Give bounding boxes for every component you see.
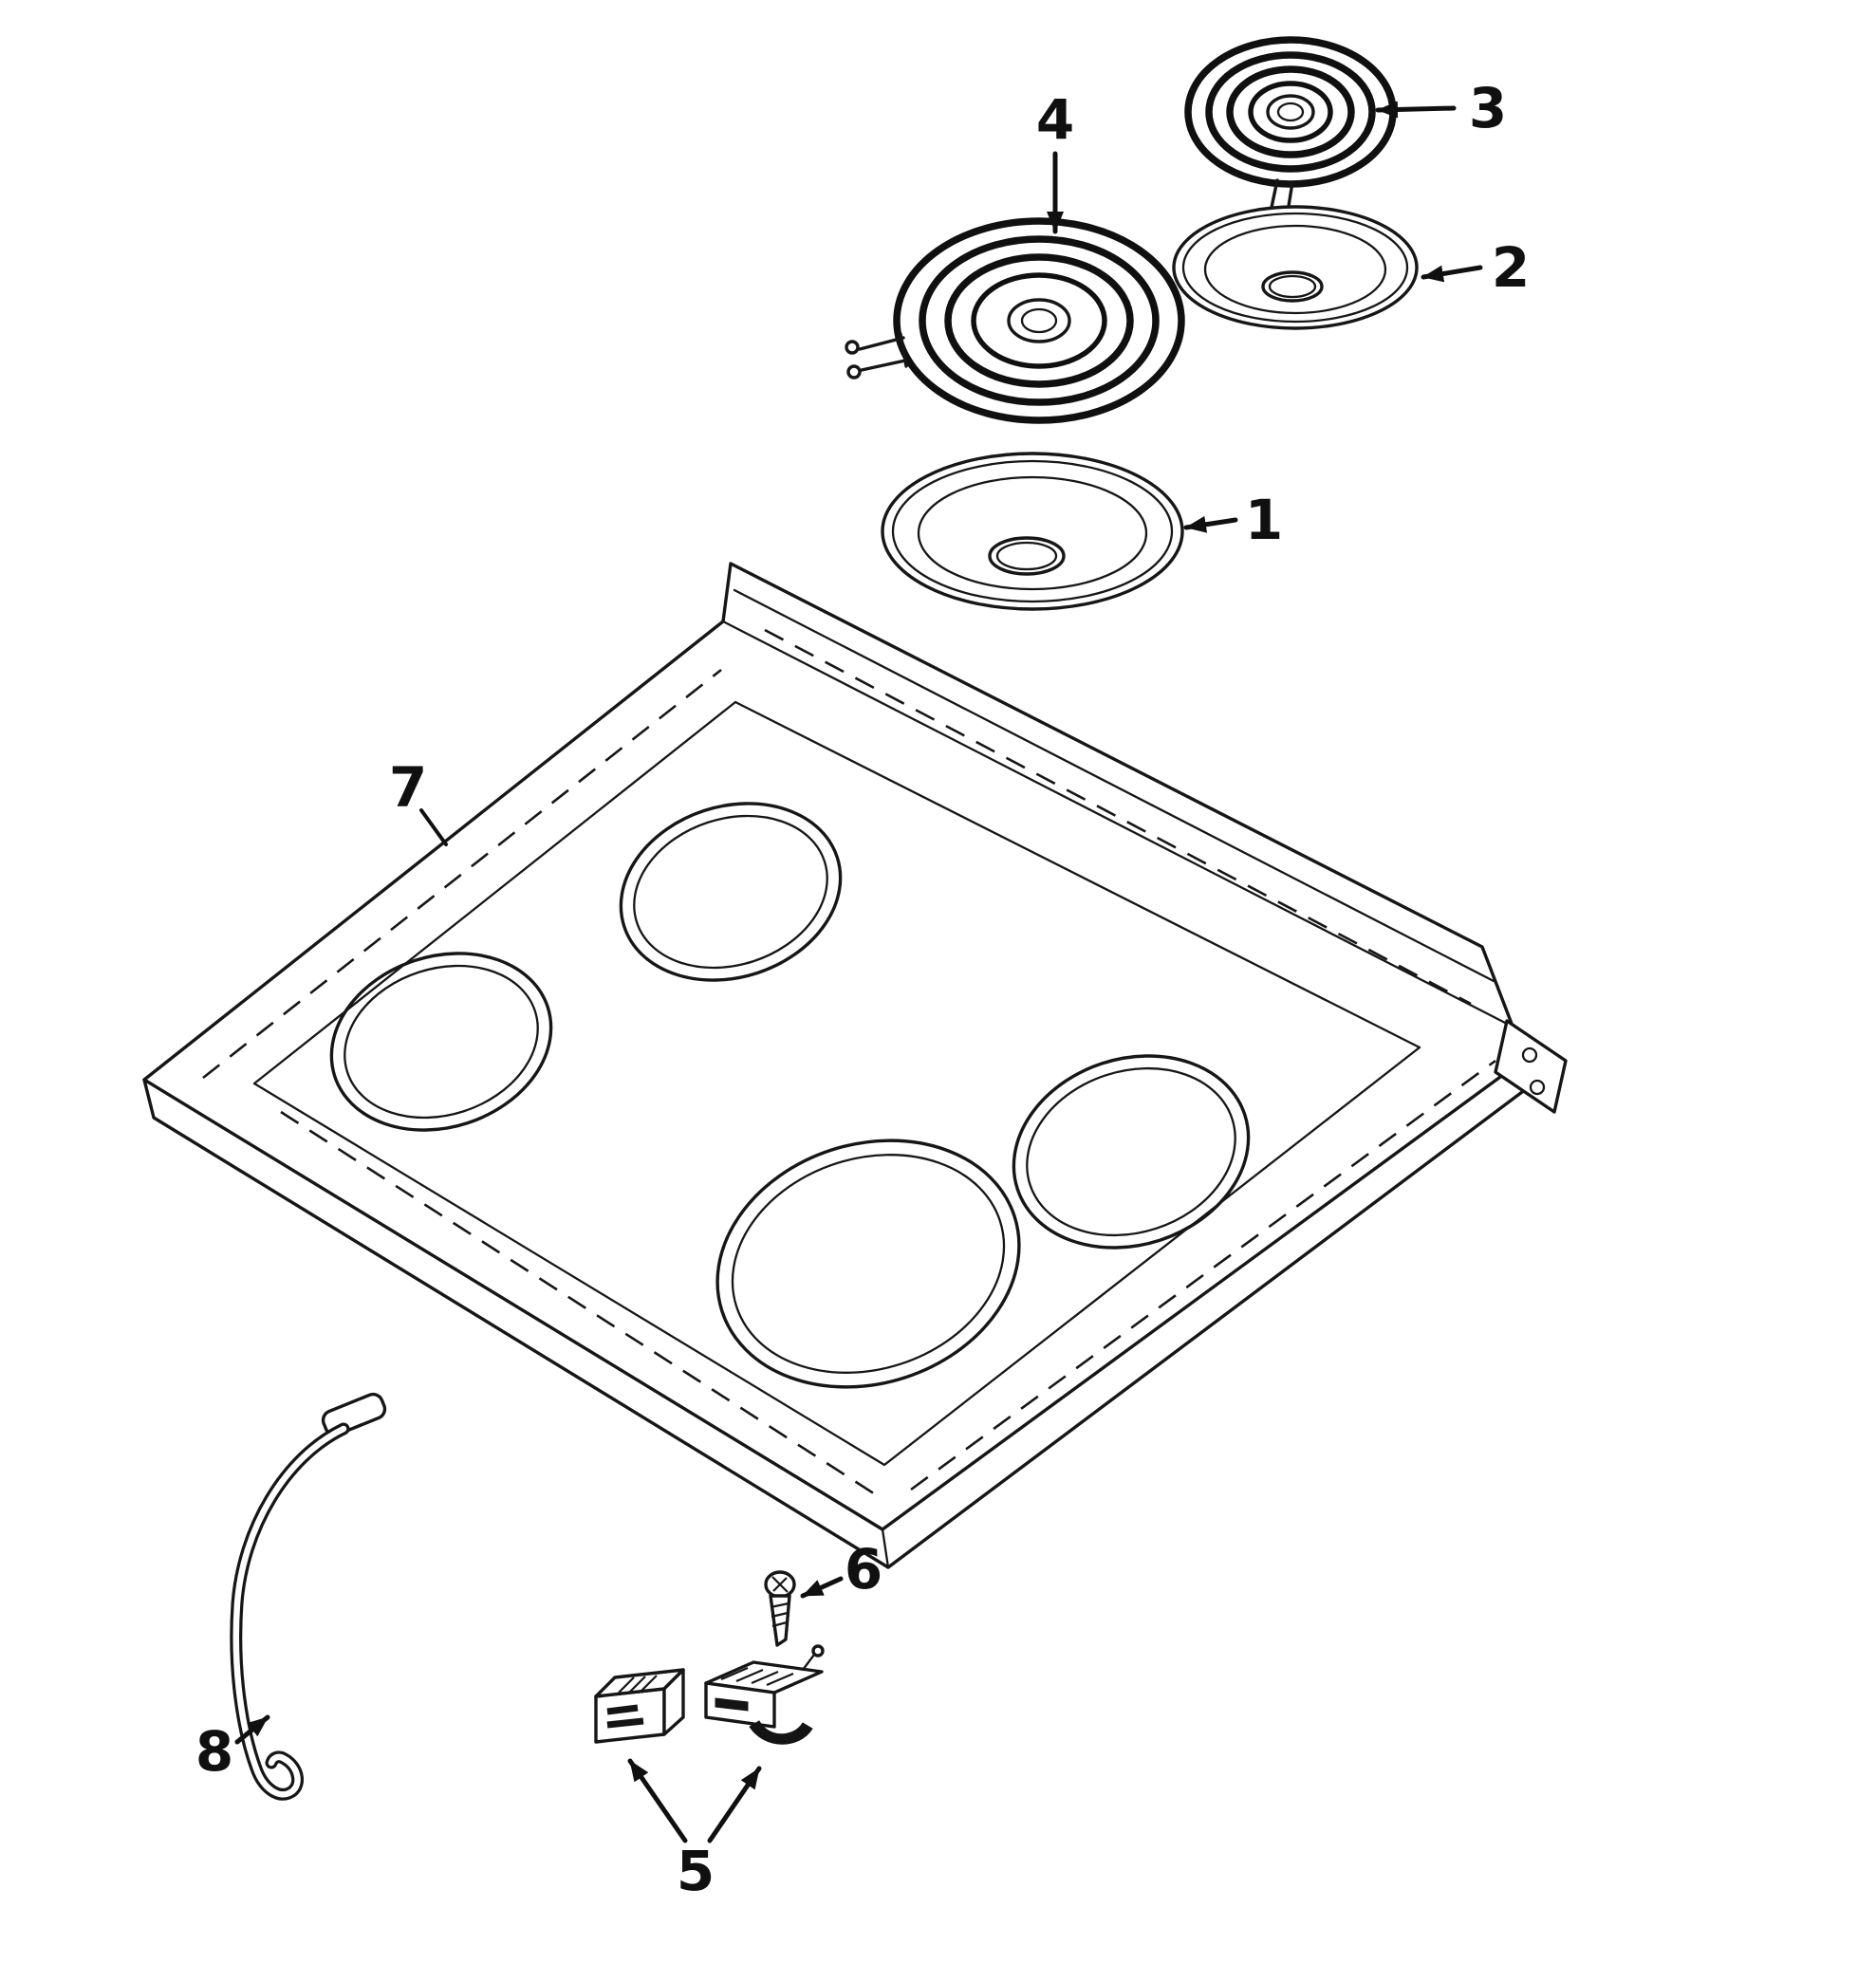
receptacle-block-right — [704, 1644, 825, 1745]
receptacle-block-left — [594, 1668, 685, 1744]
callout-label-1: 1 — [1245, 488, 1283, 552]
ground-wire — [230, 1392, 387, 1801]
receptacle-blocks — [594, 1644, 825, 1745]
burner-opening-back — [619, 802, 843, 982]
callout-label-2: 2 — [1492, 235, 1530, 300]
arrow-to-part-1 — [1183, 515, 1238, 533]
arrow-to-part-5-right — [707, 1766, 762, 1843]
burner-opening-right — [1012, 1054, 1251, 1250]
callout-label-8: 8 — [195, 1719, 233, 1784]
callout-arrows — [234, 101, 1483, 1843]
callout-labels: 1 2 3 4 5 6 7 8 — [195, 76, 1530, 1903]
callout-label-5: 5 — [677, 1839, 715, 1903]
coil-element-large — [845, 217, 1185, 424]
leader-to-part-7 — [419, 808, 448, 846]
callout-label-4: 4 — [1036, 87, 1074, 152]
screw — [764, 1570, 796, 1647]
arrow-to-part-8 — [234, 1714, 270, 1745]
arrow-to-part-6 — [800, 1576, 844, 1599]
corner-bracket — [1494, 1019, 1568, 1114]
arrow-to-part-3 — [1375, 101, 1457, 119]
main-top — [142, 562, 1568, 1569]
callout-label-3: 3 — [1469, 76, 1507, 140]
arrow-to-part-5-left — [627, 1758, 688, 1843]
coil-large-terminals — [845, 332, 908, 380]
arrow-to-part-2 — [1421, 265, 1483, 283]
drip-bowl-large — [881, 452, 1184, 611]
coil-element-small — [1184, 36, 1397, 235]
callout-label-7: 7 — [389, 755, 427, 820]
burner-opening-front-large — [715, 1139, 1021, 1389]
callout-label-6: 6 — [845, 1537, 882, 1602]
drip-bowl-small — [1172, 205, 1419, 330]
burner-opening-left — [329, 952, 553, 1132]
